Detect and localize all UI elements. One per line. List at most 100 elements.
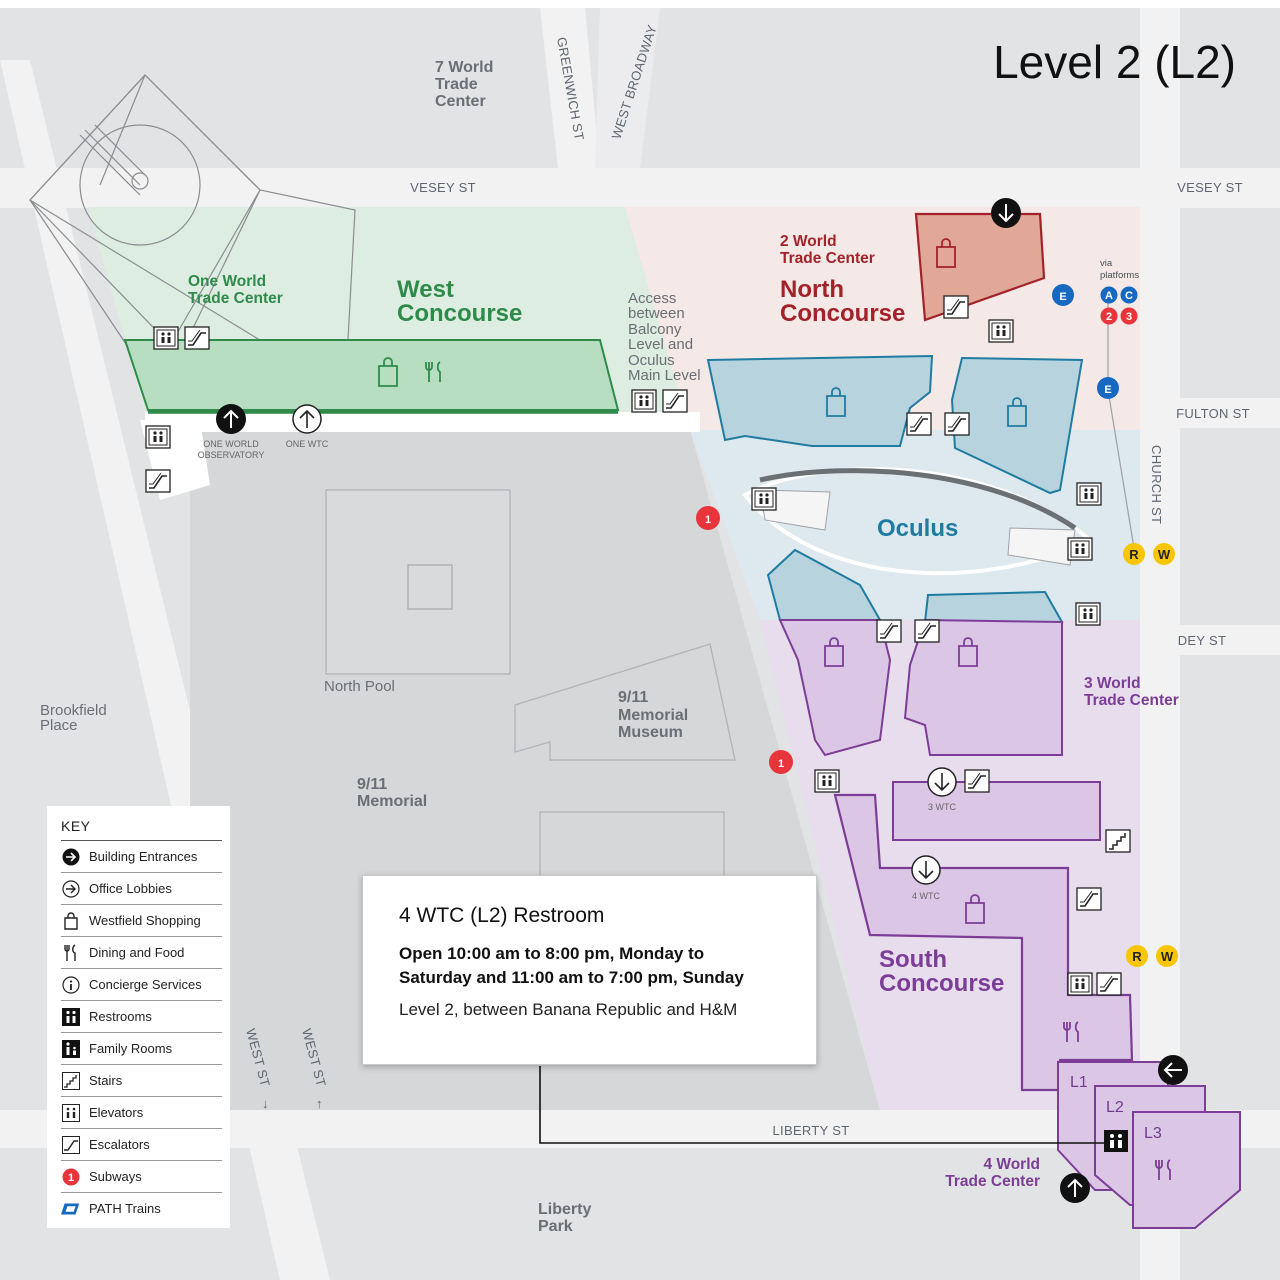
subway-e-badge-2[interactable]: E bbox=[1097, 377, 1119, 399]
elevator-icon[interactable] bbox=[814, 769, 840, 793]
access-note-5: Oculus bbox=[628, 352, 675, 369]
info-hours-line-1: Open 10:00 am to 8:00 pm, Monday to bbox=[399, 944, 705, 963]
stairs-icon[interactable] bbox=[1105, 829, 1131, 853]
key-label: Family Rooms bbox=[89, 1041, 173, 1056]
concierge-icon bbox=[61, 975, 81, 995]
key-label: PATH Trains bbox=[89, 1201, 161, 1216]
escalator-icon[interactable] bbox=[876, 619, 902, 643]
one-wtc-lobby-label: ONE WTC bbox=[286, 439, 329, 449]
west-walkway bbox=[145, 412, 700, 432]
escalator-icon[interactable] bbox=[145, 469, 171, 493]
escalator-icon[interactable] bbox=[1096, 972, 1122, 996]
via-platforms-2: platforms bbox=[1100, 270, 1139, 281]
key-label: Subways bbox=[89, 1169, 142, 1184]
subway-3-badge[interactable]: 3 bbox=[1120, 307, 1138, 325]
subway-r-badge-2[interactable]: R bbox=[1126, 945, 1148, 967]
west-concourse-shape[interactable] bbox=[123, 339, 620, 411]
subway-w-badge-2[interactable]: W bbox=[1156, 945, 1178, 967]
elevator-icon[interactable] bbox=[1076, 482, 1102, 506]
four-wtc-west-entrance-icon[interactable] bbox=[1158, 1055, 1188, 1085]
brookfield-label-2: Place bbox=[40, 717, 78, 734]
access-note-1: Access bbox=[628, 290, 676, 307]
escalator-icon[interactable] bbox=[914, 619, 940, 643]
restroom-pointer-line bbox=[539, 1066, 1108, 1144]
elevator-icon[interactable] bbox=[1075, 602, 1101, 626]
seven-wtc-label-2: Trade bbox=[435, 76, 478, 93]
escalator-icon[interactable] bbox=[906, 412, 932, 436]
elevator-icon[interactable] bbox=[988, 319, 1014, 343]
north-concourse-label-1: North bbox=[780, 276, 844, 303]
oculus-rib bbox=[759, 468, 1077, 531]
info-hours: Open 10:00 am to 8:00 pm, Monday to Satu… bbox=[399, 942, 786, 990]
level-l3-label: L3 bbox=[1144, 1125, 1162, 1142]
subway-c-badge[interactable]: C bbox=[1120, 286, 1138, 304]
escalator-icon[interactable] bbox=[662, 389, 688, 413]
south-concourse-label-2: Concourse bbox=[879, 970, 1004, 997]
escalator-icon[interactable] bbox=[964, 769, 990, 793]
key-label: Concierge Services bbox=[89, 977, 202, 992]
key-title: KEY bbox=[61, 818, 222, 841]
vesey-street-band bbox=[0, 168, 1280, 208]
subway-r-badge[interactable]: R bbox=[1123, 543, 1145, 565]
key-row-family-rooms: Family Rooms bbox=[61, 1033, 222, 1065]
museum-outline bbox=[514, 643, 736, 761]
subway-a-badge[interactable]: A bbox=[1100, 286, 1118, 304]
key-row-concierge: Concierge Services bbox=[61, 969, 222, 1001]
three-wtc-strip[interactable] bbox=[892, 781, 1101, 841]
level-l2-label: L2 bbox=[1106, 1099, 1124, 1116]
elevator-icon[interactable] bbox=[631, 389, 657, 413]
subway-w-badge[interactable]: W bbox=[1153, 543, 1175, 565]
west-st-arrow-down: ↓ bbox=[262, 1096, 269, 1111]
three-wtc-lobby-icon[interactable] bbox=[927, 767, 957, 797]
south-concourse-shape[interactable] bbox=[833, 793, 1134, 1092]
elevator-icon[interactable] bbox=[1067, 972, 1093, 996]
subway-icon: 1 bbox=[61, 1167, 81, 1187]
escalator-icon[interactable] bbox=[944, 412, 970, 436]
page-title: Level 2 (L2) bbox=[993, 36, 1236, 88]
access-note: Access between Balcony Level and Oculus … bbox=[628, 290, 701, 384]
four-wtc-south-entrance-icon[interactable] bbox=[1059, 1172, 1091, 1204]
north-pool-void bbox=[407, 564, 453, 610]
memorial-label-1: 9/11 bbox=[357, 776, 387, 793]
escalator-icon[interactable] bbox=[943, 295, 969, 319]
subway-e-badge[interactable]: E bbox=[1052, 284, 1074, 306]
subway-2-number: 2 bbox=[1106, 311, 1112, 323]
key-label: Building Entrances bbox=[89, 849, 198, 864]
map-key: KEY Building Entrances Office Lobbies We… bbox=[47, 806, 230, 1228]
stairs-icon bbox=[61, 1071, 81, 1091]
brookfield-label-1: Brookfield bbox=[40, 702, 107, 719]
south-east-wing[interactable] bbox=[903, 618, 1063, 756]
four-wtc-level-3[interactable] bbox=[1132, 1111, 1241, 1229]
subway-2-badge[interactable]: 2 bbox=[1100, 307, 1118, 325]
info-hours-line-2: Saturday and 11:00 am to 7:00 pm, Sunday bbox=[399, 968, 744, 987]
access-note-4: Level and bbox=[628, 336, 693, 353]
south-concourse-label-1: South bbox=[879, 946, 947, 973]
elevator-icon[interactable] bbox=[153, 326, 179, 350]
elevator-icon[interactable] bbox=[1067, 537, 1093, 561]
museum-label-3: Museum bbox=[618, 724, 683, 741]
key-row-office-lobbies: Office Lobbies bbox=[61, 873, 222, 905]
elevator-icon[interactable] bbox=[751, 487, 777, 511]
escalator-icon[interactable] bbox=[184, 326, 210, 350]
key-label: Westfield Shopping bbox=[89, 913, 201, 928]
one-wtc-lobby-icon[interactable] bbox=[292, 404, 322, 434]
observatory-entrance-icon[interactable] bbox=[215, 403, 247, 435]
subway-1-badge-2[interactable]: 1 bbox=[769, 750, 793, 774]
subway-1-number-2: 1 bbox=[778, 758, 784, 770]
oculus-north-west-wing[interactable] bbox=[706, 354, 934, 447]
subway-1-badge[interactable]: 1 bbox=[696, 506, 720, 530]
key-row-path-trains: PATH Trains bbox=[61, 1193, 222, 1224]
street-liberty: LIBERTY ST bbox=[773, 1123, 850, 1138]
four-wtc-lobby-icon[interactable] bbox=[911, 855, 941, 885]
museum-label-1: 9/11 bbox=[618, 689, 648, 706]
restroom-marker-icon[interactable] bbox=[1104, 1130, 1128, 1152]
escalator-icon[interactable] bbox=[1076, 887, 1102, 911]
fulton-street-band bbox=[1180, 398, 1280, 428]
key-row-elevators: Elevators bbox=[61, 1097, 222, 1129]
elevator-icon[interactable] bbox=[145, 425, 171, 449]
restroom-icon bbox=[61, 1007, 81, 1027]
key-label: Dining and Food bbox=[89, 945, 185, 960]
two-wtc-entrance-icon[interactable] bbox=[990, 197, 1022, 229]
observatory-label-1: ONE WORLD bbox=[203, 439, 259, 449]
